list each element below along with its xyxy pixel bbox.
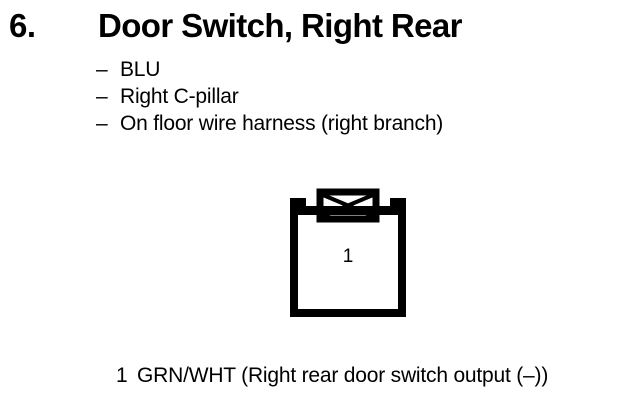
connector-cavity-1-label: 1 bbox=[342, 246, 354, 267]
pin-legend: 1 GRN/WHT (Right rear door switch output… bbox=[116, 362, 616, 390]
spec-item-label: Right C-pillar bbox=[120, 85, 239, 108]
connector-outline-icon bbox=[290, 188, 406, 317]
section-number: 6. bbox=[9, 7, 36, 44]
spec-item-label: BLU bbox=[120, 58, 161, 81]
page-title: Door Switch, Right Rear bbox=[98, 7, 463, 44]
spec-item-harness: – On floor wire harness (right branch) bbox=[96, 110, 596, 137]
connector-shoulder-bar bbox=[294, 206, 402, 215]
dash-marker-icon: – bbox=[96, 112, 108, 135]
page-header: 6. Door Switch, Right Rear bbox=[0, 6, 624, 50]
spec-item-label: On floor wire harness (right branch) bbox=[120, 112, 444, 135]
spec-list: – BLU – Right C-pillar – On floor wire h… bbox=[96, 56, 596, 137]
spec-item-location: – Right C-pillar bbox=[96, 83, 596, 110]
spec-item-color: – BLU bbox=[96, 56, 596, 83]
dash-marker-icon: – bbox=[96, 58, 108, 81]
pin-legend-number: 1 bbox=[116, 364, 128, 387]
connector-diagram: 1 bbox=[290, 186, 406, 318]
connector-body-outline bbox=[290, 198, 406, 317]
dash-marker-icon: – bbox=[96, 85, 108, 108]
pin-legend-description: GRN/WHT (Right rear door switch output (… bbox=[137, 364, 549, 387]
